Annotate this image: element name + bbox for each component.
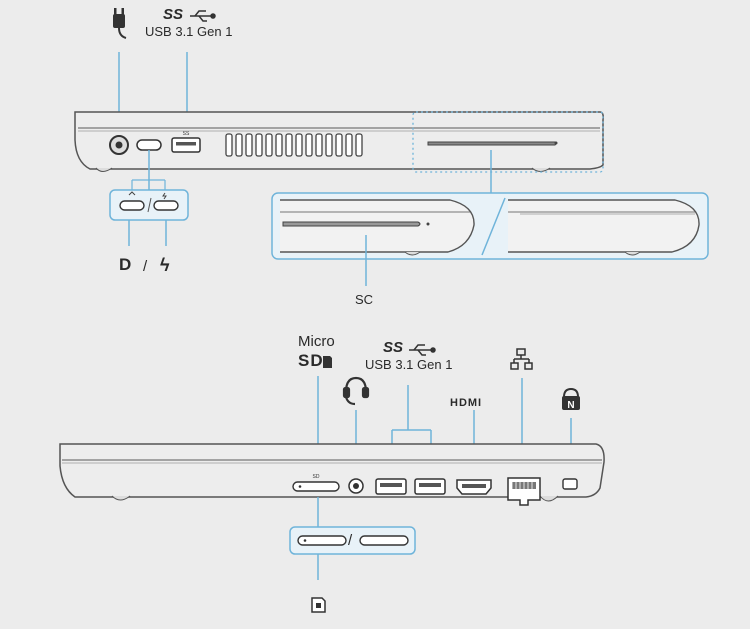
superspeed-logo-bottom: SS [383, 339, 404, 356]
smartcard-slot [427, 141, 558, 146]
usb-c-port-thunderbolt [153, 200, 179, 211]
micro-sd-callout-slash: / [348, 532, 353, 549]
svg-text:N: N [567, 400, 574, 411]
headset-icon [342, 376, 370, 406]
hdmi-logo: HDMI [450, 397, 483, 409]
usb-c-port-displayport [119, 200, 145, 211]
superspeed-logo-top: SS [163, 6, 184, 23]
audio-jack [348, 478, 364, 494]
micro-sd-callout-box [289, 526, 416, 555]
power-port [109, 135, 129, 155]
sd-label: SD [298, 351, 324, 370]
usb-label-top: USB 3.1 Gen 1 [145, 24, 233, 39]
usb-c-port [136, 139, 162, 151]
usb-a-port-1 [375, 478, 407, 495]
noble-lock-slot [562, 478, 578, 490]
smartcard-zoom-right [508, 199, 700, 256]
usb-symbol-icon [190, 10, 216, 22]
smartcard-highlight-box [412, 111, 604, 173]
usb-label-bottom: USB 3.1 Gen 1 [365, 357, 453, 372]
svg-text:SD: SD [313, 474, 320, 480]
smartcard-zoom-left [280, 199, 475, 256]
usbc-mode-separator: / [143, 258, 148, 275]
power-plug-icon [113, 8, 127, 39]
network-icon [510, 348, 533, 370]
displayport-icon: D [119, 255, 132, 274]
thunderbolt-icon: ϟ [160, 255, 170, 275]
usb-a-port-2 [414, 478, 446, 495]
hdmi-port [456, 479, 492, 495]
micro-sd-slot: SD [292, 474, 340, 492]
sim-card-icon [311, 597, 326, 613]
vent-grille [225, 133, 363, 157]
usb-symbol-icon-bottom [409, 344, 436, 356]
micro-label: Micro [298, 333, 335, 350]
svg-text:SS: SS [183, 131, 190, 137]
noble-lock-icon: N [562, 387, 580, 411]
sd-card-icon [323, 356, 332, 368]
usb-a-port: SS [171, 131, 201, 153]
smartcard-label: SC [355, 292, 374, 307]
ethernet-port [507, 477, 541, 506]
